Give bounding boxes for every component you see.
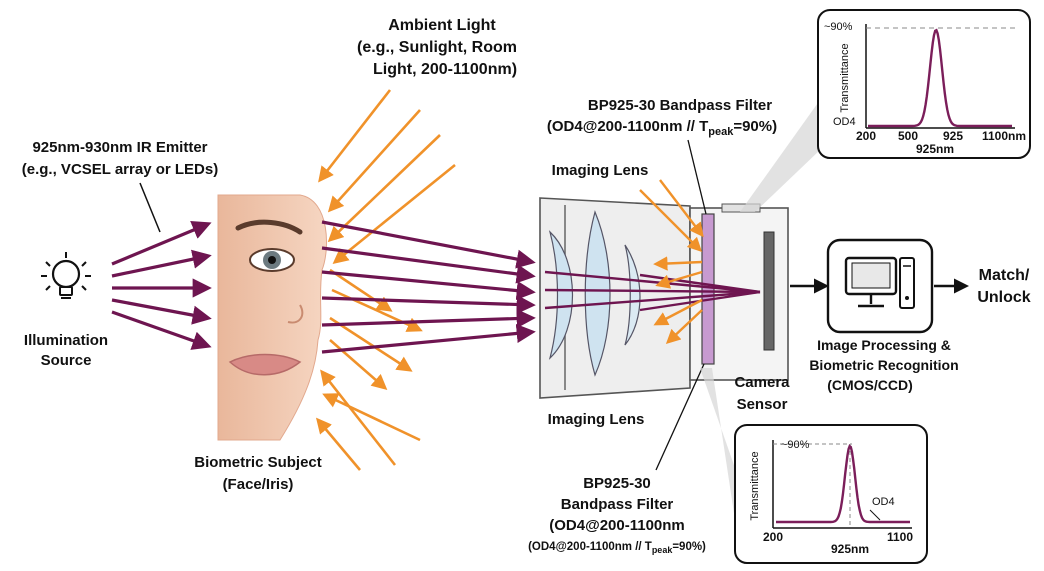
inset-top-xlabel: 925nm	[916, 142, 954, 156]
bandpass-filter	[701, 213, 715, 365]
inset-bottom-tick-0: 200	[763, 530, 783, 544]
camera-label-2: Sensor	[737, 396, 788, 413]
illumination-label-2: Source	[41, 352, 92, 369]
inset-bottom-tick-2: 1100	[887, 530, 913, 544]
illumination-label: Illumination	[24, 332, 108, 349]
emitter-leader	[139, 182, 161, 233]
ir-rays-internal	[544, 270, 761, 312]
camera-sensor	[763, 231, 775, 351]
match-label-2: Unlock	[977, 289, 1030, 306]
filter-bottom-leader	[655, 363, 705, 471]
inset-bottom-floor-label: OD4	[872, 496, 895, 508]
subject-label: Biometric Subject	[194, 454, 322, 471]
inset-top-tick-2: 925	[943, 129, 963, 143]
inset-top-tick-0: 200	[856, 129, 876, 143]
inset-bottom-peak-label: ~90%	[781, 439, 810, 451]
inset-bottom-curve	[776, 444, 910, 524]
ir-rays-to-lens	[321, 220, 536, 354]
camera-label: Camera	[734, 374, 790, 391]
subject-sublabel: (Face/Iris)	[223, 476, 294, 493]
inset-top-curve	[868, 28, 1012, 128]
inset-top-tick-3: 1100nm	[982, 129, 1026, 143]
inset-bottom-ylabel: Transmittance	[749, 451, 761, 520]
match-label: Match/	[979, 267, 1030, 284]
ambient-rays	[315, 89, 456, 471]
face-illustration	[217, 194, 327, 441]
filter-bottom-label-3: (OD4@200-1100nm	[549, 517, 685, 534]
inset-bottom-tick-1: 925nm	[831, 542, 869, 556]
emitter-label: 925nm-930nm IR Emitter	[32, 139, 207, 156]
filter-bottom-label-4: (OD4@200-1100nm // Tpeak=90%)	[528, 541, 706, 555]
inset-top-tick-1: 500	[898, 129, 918, 143]
inset-top-peak-label: ~90%	[824, 21, 853, 33]
filter-top-leader	[687, 139, 707, 215]
inset-bottom: Transmittance ~90% OD4 200 925nm 1100	[734, 424, 928, 564]
ambient-sublabel: (e.g., Sunlight, Room	[357, 39, 517, 56]
ir-rays-to-face	[111, 221, 212, 350]
lens-label-bottom: Imaging Lens	[548, 411, 645, 428]
filter-top-sublabel: (OD4@200-1100nm // Tpeak=90%)	[547, 118, 777, 138]
processing-label-2: Biometric Recognition	[809, 357, 958, 373]
ambient-title: Ambient Light	[388, 17, 496, 34]
ambient-sublabel-2: Light, 200-1100nm)	[373, 61, 517, 78]
imaging-lens-elements	[548, 210, 641, 377]
filter-bottom-label: BP925-30	[583, 475, 651, 492]
ambient-rays-blocked	[639, 179, 704, 344]
inset-top-callout	[740, 100, 820, 212]
processing-label-3: (CMOS/CCD)	[827, 377, 913, 393]
inset-bottom-od4-leader	[869, 509, 881, 521]
emitter-sublabel: (e.g., VCSEL array or LEDs)	[22, 161, 218, 178]
computer-icon	[844, 256, 915, 309]
inset-top: Transmittance ~90% OD4 200 500 925 1100n…	[817, 9, 1031, 159]
lightbulb-icon	[41, 252, 91, 299]
filter-top-label: BP925-30 Bandpass Filter	[588, 97, 772, 114]
filter-bottom-label-2: Bandpass Filter	[561, 496, 674, 513]
processing-label: Image Processing &	[817, 337, 951, 353]
lens-label-top: Imaging Lens	[552, 162, 649, 179]
inset-bottom-callout	[700, 368, 735, 520]
inset-top-floor-label: OD4	[833, 116, 856, 128]
inset-top-ylabel: Transmittance	[839, 43, 851, 112]
